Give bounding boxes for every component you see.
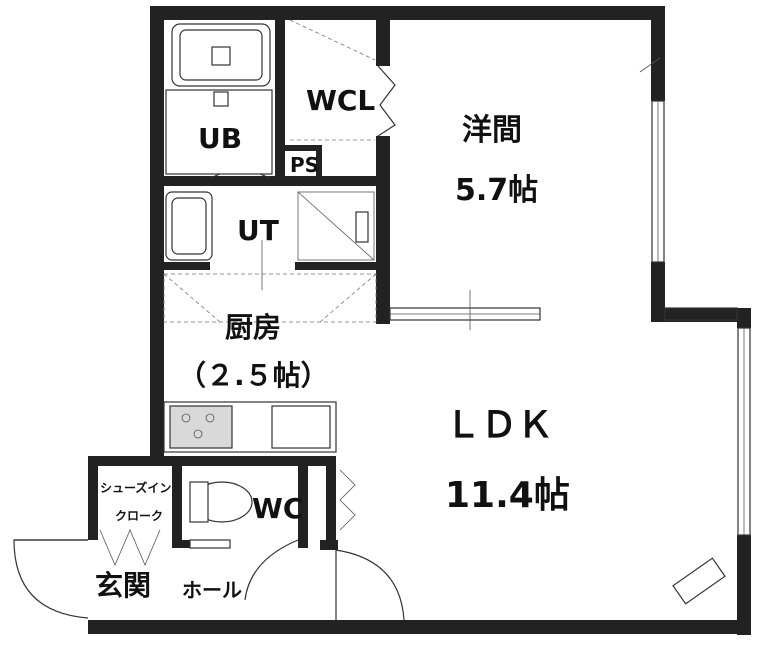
western-room-name: 洋間 [462,113,522,148]
toilet-label: WC [252,492,303,525]
wcl-label: WCL [306,84,375,117]
kitchen-size: （２.５帖） [178,359,329,392]
shoe-closet-line2: クローク [115,509,163,523]
ps-label: PS [290,153,319,177]
room-labels: 洋間 5.7帖 ＬＤＫ 11.4帖 厨房 （２.５帖） UB UT WCL PS… [95,84,570,602]
floor-markings [163,19,661,330]
utility-label: UT [237,214,279,247]
windows [389,100,751,536]
western-room-size: 5.7帖 [455,173,538,208]
entrance-label: 玄関 [95,569,151,602]
shoe-closet-line1: シューズイン [100,480,171,495]
hall-label: ホール [182,578,242,602]
ldk-name: ＬＤＫ [445,405,553,446]
kitchen-name: 厨房 [225,311,281,344]
fixtures [163,23,726,605]
ldk-size: 11.4帖 [445,475,570,516]
unit-bath-label: UB [198,122,242,155]
walls [88,6,751,635]
